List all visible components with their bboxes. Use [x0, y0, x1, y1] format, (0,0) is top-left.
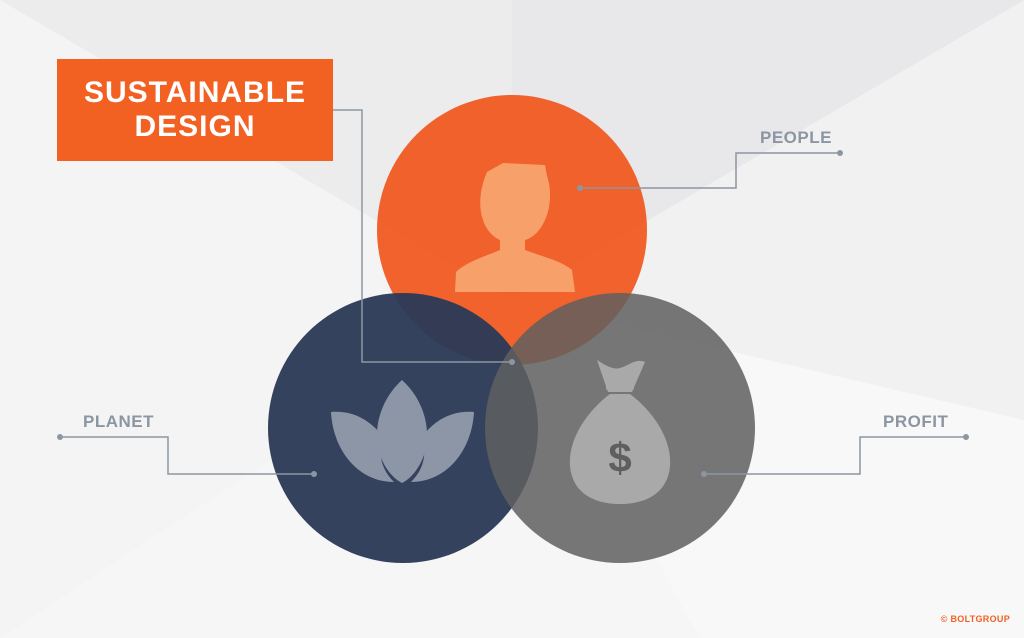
- title-line-2: DESIGN: [134, 110, 256, 143]
- person-icon: [455, 163, 575, 292]
- title-line-1: SUSTAINABLE: [83, 76, 307, 109]
- planet-label: PLANET: [83, 412, 154, 431]
- dollar-sign-icon: $: [608, 434, 631, 481]
- profit-label: PROFIT: [883, 412, 949, 431]
- title-connector: [333, 109, 512, 363]
- lotus-icon: [331, 380, 474, 483]
- money-bag-icon: $: [569, 360, 671, 504]
- connectors: [60, 109, 966, 475]
- people-label: PEOPLE: [760, 128, 832, 147]
- connector-dots: [57, 150, 969, 477]
- title-box: SUSTAINABLE DESIGN: [57, 59, 333, 161]
- people-connector: [580, 152, 840, 189]
- planet-connector: [60, 436, 314, 475]
- profit-connector: [704, 436, 966, 475]
- copyright-text: © BOLTGROUP: [940, 614, 1010, 624]
